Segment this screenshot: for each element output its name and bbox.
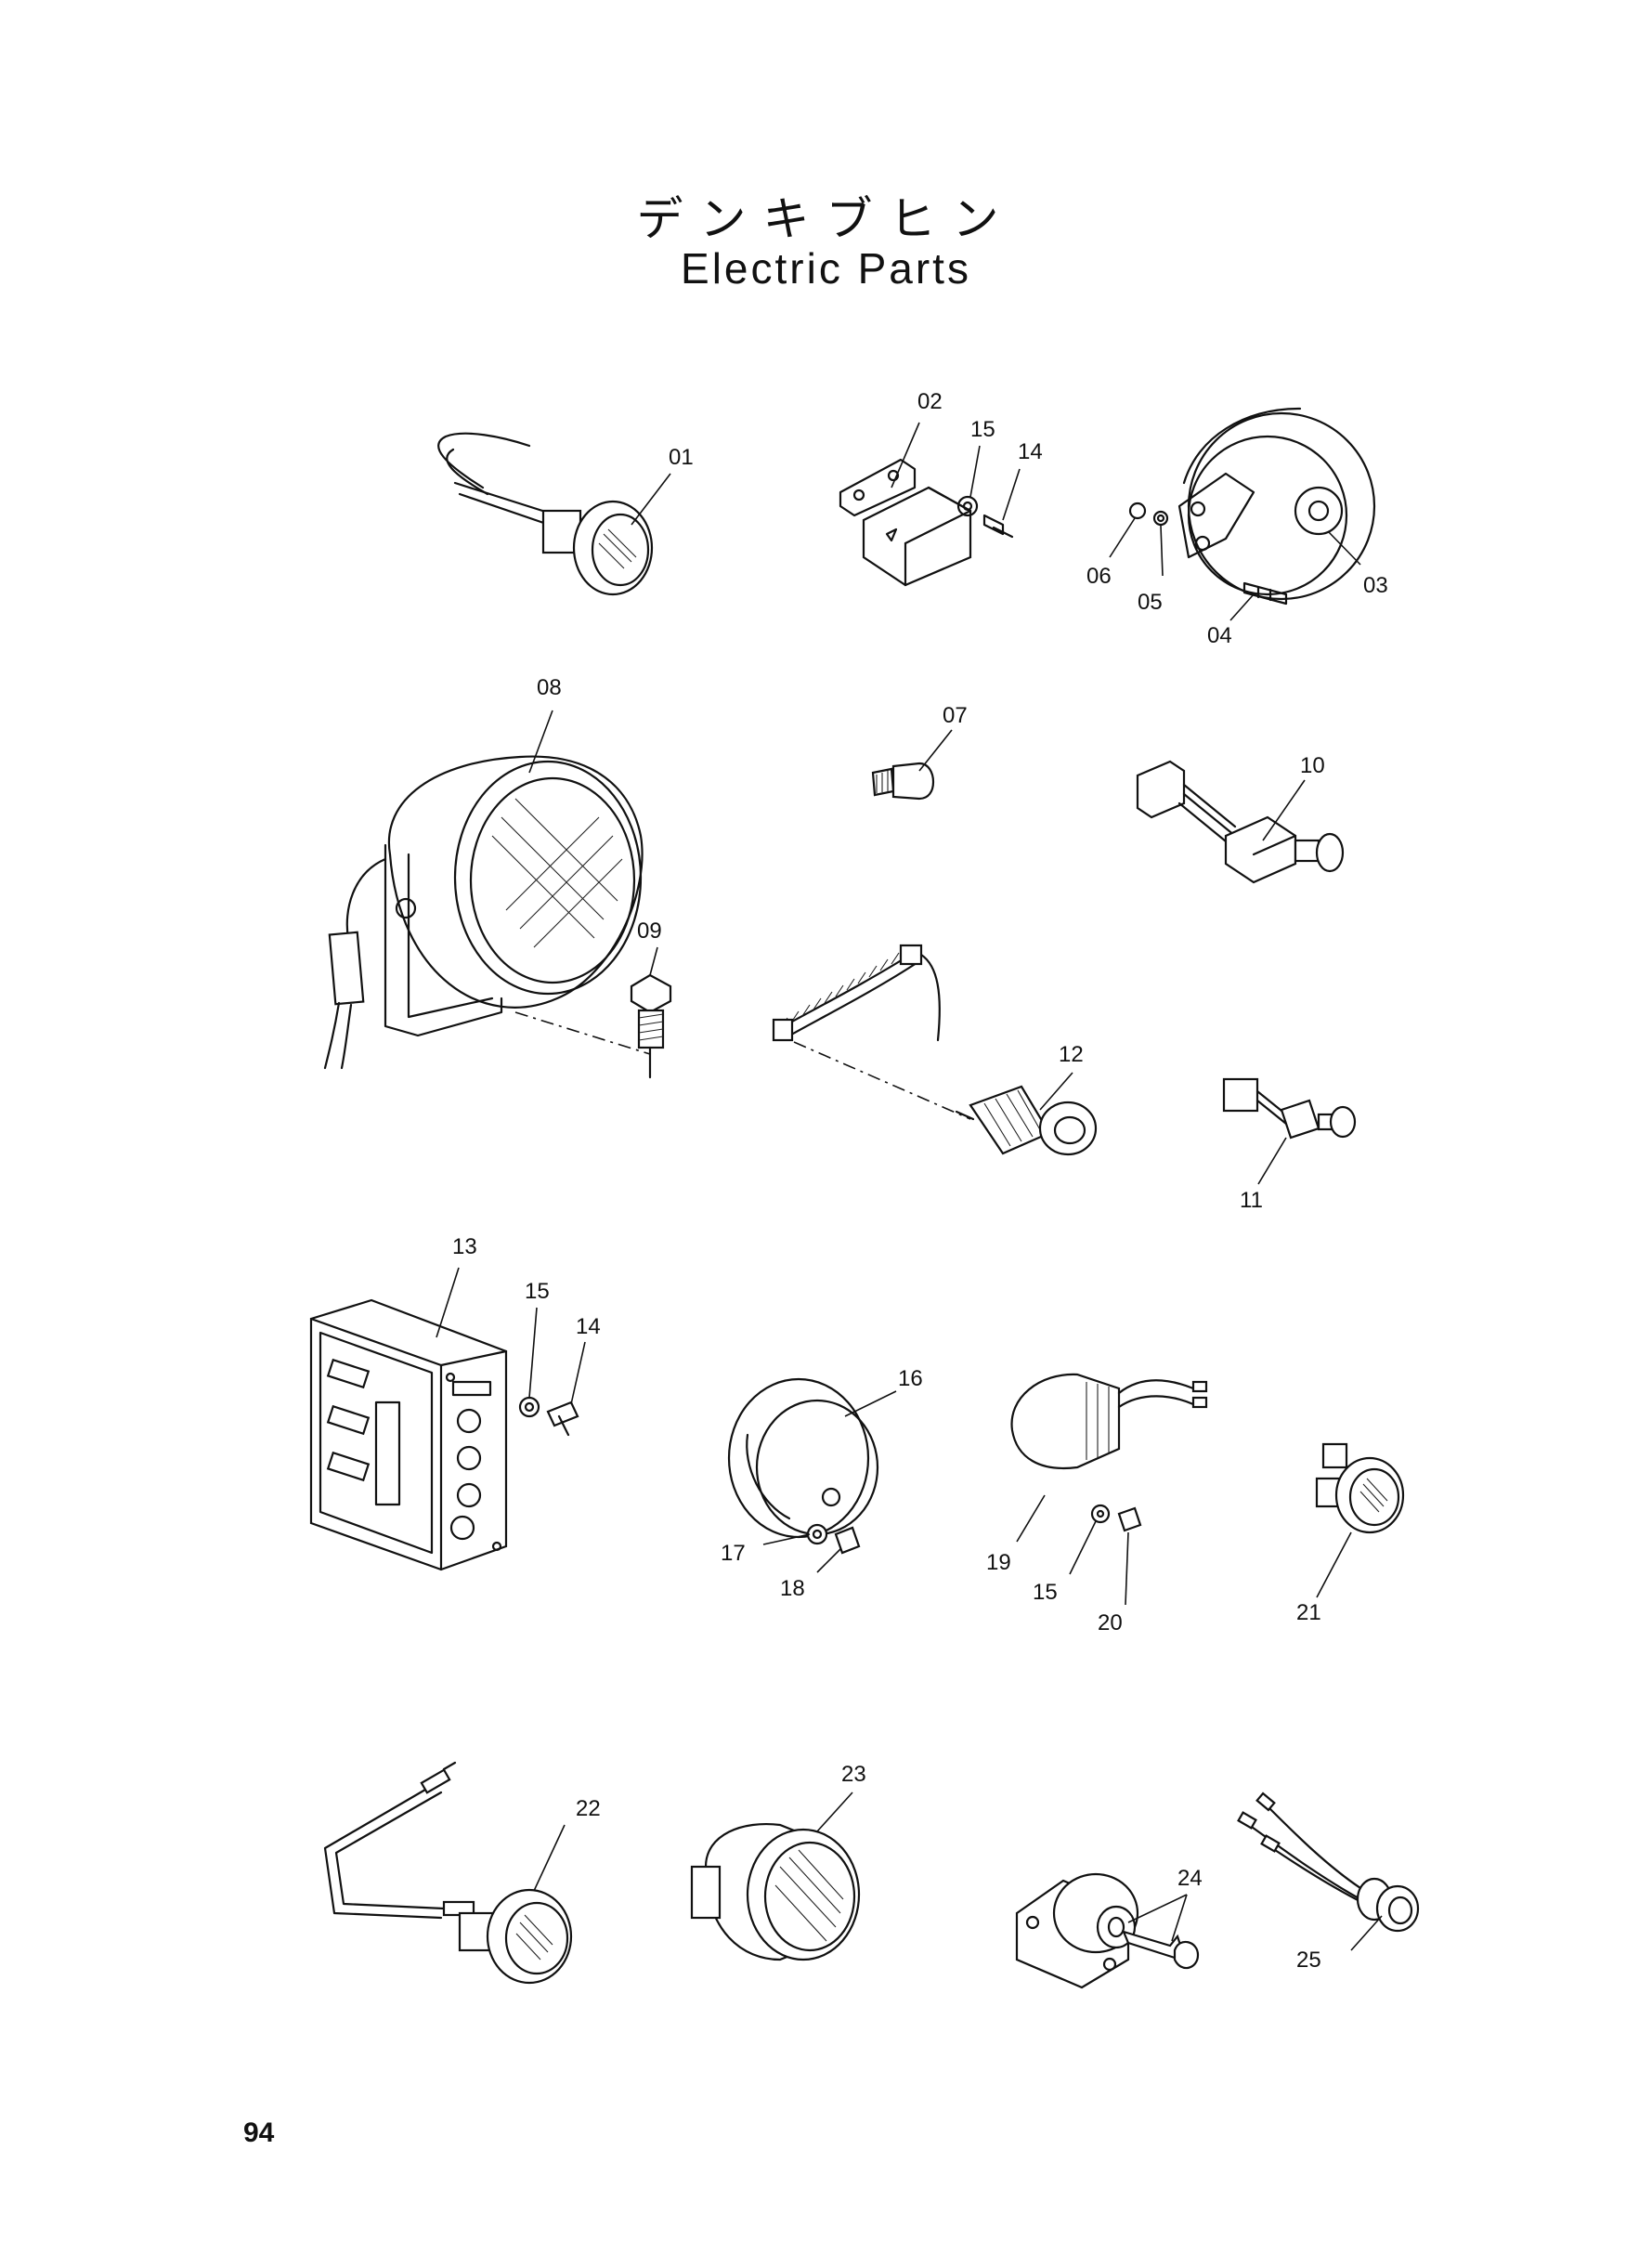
part-03-horn bbox=[1128, 407, 1376, 606]
callout-17: 17 bbox=[721, 1541, 746, 1566]
callout-01: 01 bbox=[669, 445, 694, 470]
title-english: Electric Parts bbox=[681, 244, 971, 293]
callout-04: 04 bbox=[1207, 623, 1232, 648]
callout-08: 08 bbox=[537, 675, 562, 700]
callout-18: 18 bbox=[780, 1576, 805, 1601]
part-10-switch bbox=[1136, 760, 1345, 884]
callout-06: 06 bbox=[1086, 564, 1112, 589]
callout-24: 24 bbox=[1177, 1866, 1203, 1891]
callout-21: 21 bbox=[1296, 1600, 1321, 1625]
callout-14-panel: 14 bbox=[576, 1314, 601, 1339]
part-12-heater bbox=[772, 944, 1098, 1156]
part-22-gauge bbox=[323, 1761, 573, 1985]
part-25-switch bbox=[1237, 1791, 1420, 1933]
callout-22: 22 bbox=[576, 1796, 601, 1821]
callout-15: 15 bbox=[970, 417, 995, 442]
callout-15-lamp: 15 bbox=[1033, 1580, 1058, 1605]
callout-16: 16 bbox=[898, 1366, 923, 1391]
leader-lines bbox=[436, 422, 1383, 1951]
part-13-switch-panel bbox=[309, 1298, 579, 1571]
part-01-gauge bbox=[437, 432, 654, 596]
callout-07: 07 bbox=[943, 703, 968, 728]
callout-23: 23 bbox=[841, 1762, 866, 1787]
part-07-bulb bbox=[871, 762, 935, 801]
page-number: 94 bbox=[243, 2117, 275, 2148]
callout-12: 12 bbox=[1059, 1042, 1084, 1067]
part-11-switch bbox=[1222, 1077, 1357, 1140]
part-21-gauge bbox=[1315, 1442, 1405, 1534]
callout-labels: 01 02 15 14 03 04 05 06 07 08 09 10 11 1… bbox=[452, 389, 1388, 1973]
part-09-bolt bbox=[630, 973, 672, 1079]
part-02-relay bbox=[839, 458, 1014, 587]
callout-13: 13 bbox=[452, 1234, 477, 1259]
callout-05: 05 bbox=[1138, 590, 1163, 615]
callout-20: 20 bbox=[1098, 1610, 1123, 1635]
part-16-buzzer bbox=[727, 1377, 879, 1555]
callout-15-panel: 15 bbox=[525, 1279, 550, 1304]
part-08-work-lamp bbox=[323, 755, 651, 1070]
part-19-lamp bbox=[1010, 1373, 1208, 1532]
callout-03: 03 bbox=[1363, 573, 1388, 598]
callout-19: 19 bbox=[986, 1550, 1011, 1575]
callout-11: 11 bbox=[1240, 1188, 1263, 1213]
title-japanese: デンキブヒン bbox=[636, 192, 1016, 246]
callout-25: 25 bbox=[1296, 1948, 1321, 1973]
callout-14: 14 bbox=[1018, 439, 1043, 464]
part-23-gauge bbox=[690, 1823, 861, 1961]
callout-09: 09 bbox=[637, 919, 662, 944]
callout-02: 02 bbox=[917, 389, 943, 414]
part-24-key-switch bbox=[1015, 1872, 1200, 1989]
callout-10: 10 bbox=[1300, 753, 1325, 778]
